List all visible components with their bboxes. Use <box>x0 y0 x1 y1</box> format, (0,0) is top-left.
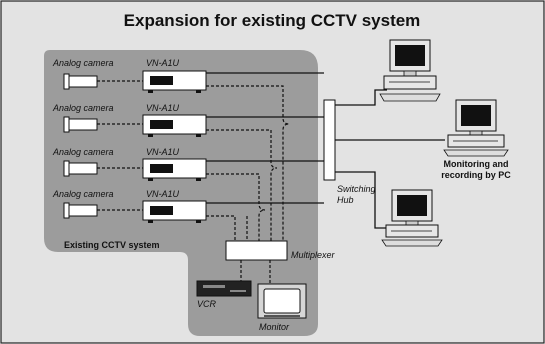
pc-icon <box>379 39 441 102</box>
pc-icon <box>381 189 443 247</box>
analog-camera-icon <box>63 116 98 133</box>
existing-system-label: Existing CCTV system <box>64 240 160 250</box>
output-cables <box>240 260 271 284</box>
encoder-label: VN-A1U <box>146 58 180 68</box>
camera-row-2: Analog camera VN-A1U <box>52 103 324 137</box>
encoder-label: VN-A1U <box>146 189 180 199</box>
encoder-icon <box>142 158 207 181</box>
pc-caption-line2: recording by PC <box>441 170 511 180</box>
analog-camera-icon <box>63 160 98 177</box>
camera-row-1: Analog camera VN-A1U <box>52 58 324 93</box>
pc-cables <box>335 89 445 229</box>
encoder-label: VN-A1U <box>146 147 180 157</box>
monitor-label: Monitor <box>259 322 290 332</box>
video-loop-cables <box>206 85 290 241</box>
analog-camera-icon <box>63 73 98 90</box>
switching-hub-label-line2: Hub <box>337 195 354 205</box>
pc-caption-line1: Monitoring and <box>444 159 509 169</box>
analog-camera-icon <box>63 202 98 219</box>
vcr-icon <box>196 280 252 297</box>
existing-system-region <box>44 50 318 336</box>
switching-hub-label-line1: Switching <box>337 184 376 194</box>
encoder-label: VN-A1U <box>146 103 180 113</box>
camera-label: Analog camera <box>52 147 114 157</box>
pc-icon <box>443 99 509 157</box>
monitor-icon <box>257 283 307 319</box>
camera-row-4: Analog camera VN-A1U <box>52 189 324 223</box>
multiplexer-label: Multiplexer <box>291 250 336 260</box>
encoder-icon <box>142 70 207 93</box>
camera-label: Analog camera <box>52 189 114 199</box>
switching-hub-icon <box>323 99 336 181</box>
vcr-label: VCR <box>197 299 217 309</box>
camera-label: Analog camera <box>52 58 114 68</box>
encoder-icon <box>142 114 207 137</box>
encoder-icon <box>142 200 207 223</box>
camera-label: Analog camera <box>52 103 114 113</box>
camera-row-3: Analog camera VN-A1U <box>52 147 324 181</box>
multiplexer-icon <box>225 240 288 261</box>
diagram-title: Expansion for existing CCTV system <box>124 11 421 30</box>
